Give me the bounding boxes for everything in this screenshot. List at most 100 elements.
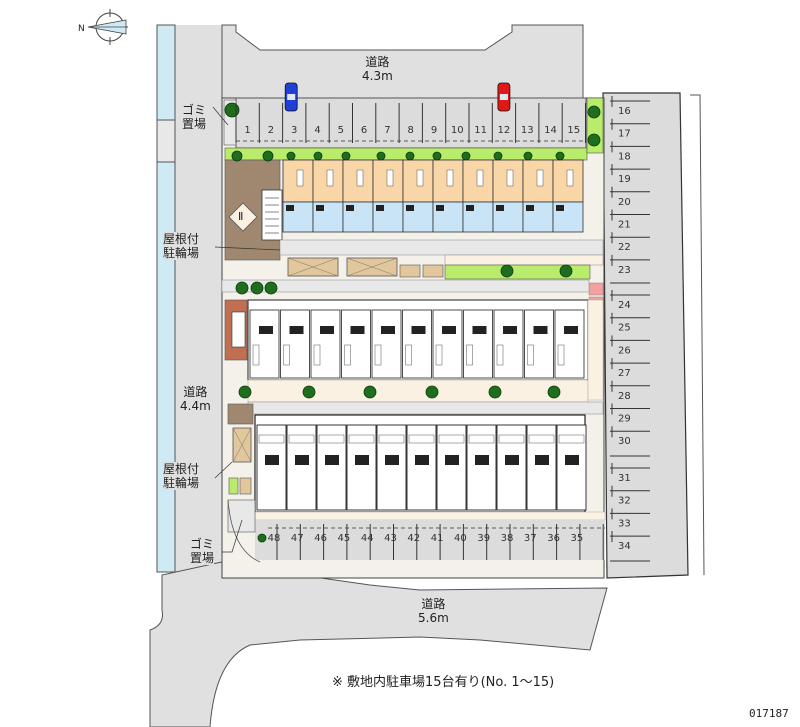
fixture: [385, 455, 399, 465]
parking-space-number: 6: [361, 125, 367, 136]
label-line: 置場: [182, 117, 207, 131]
label-line: 屋根付: [163, 232, 200, 246]
fixture: [503, 326, 517, 334]
unit: [280, 309, 310, 379]
fixture: [411, 326, 426, 334]
fixture: [344, 344, 351, 366]
fixture: [408, 434, 435, 444]
parking-space-number: 28: [618, 391, 631, 402]
unit-lower: [282, 201, 314, 233]
fixture: [533, 326, 548, 334]
unit: [524, 309, 554, 379]
fixture: [496, 205, 504, 211]
tree-icon: [587, 105, 601, 119]
leader-line: [214, 246, 281, 251]
fixture: [565, 455, 579, 465]
tree-icon: [523, 151, 533, 161]
unit: [493, 309, 524, 379]
parking-space-number: 47: [291, 533, 304, 544]
tree-icon: [488, 385, 502, 399]
fixture: [438, 434, 465, 444]
parking-note: ※ 敷地内駐車場15台有り(No. 1～15): [332, 675, 555, 690]
parking-space-number: 36: [547, 533, 560, 544]
parking-space-number: 5: [338, 125, 344, 136]
fixture: [318, 434, 345, 444]
fixture: [436, 205, 444, 211]
building-north: [282, 159, 584, 233]
parking-space-number: 45: [338, 533, 351, 544]
tree-icon: [224, 102, 240, 118]
parking-space-number: 24: [618, 300, 631, 311]
pink-pad: [588, 282, 604, 296]
fixture: [535, 455, 549, 465]
parking-space-number: 19: [618, 174, 631, 185]
tree-icon: [257, 533, 267, 543]
parking-space-number: 27: [618, 368, 631, 379]
parking-space-number: 12: [498, 125, 511, 136]
fixture: [265, 455, 279, 465]
tree-icon: [559, 264, 573, 278]
tree-icon: [238, 385, 252, 399]
tree-icon: [376, 151, 386, 161]
fixture: [557, 344, 565, 366]
garbage-area-label-bottom: ゴミ 置場: [190, 537, 215, 565]
west-road-label: 道路 4.4m: [180, 385, 211, 413]
road-width: 4.4m: [180, 399, 211, 413]
parking-space-number: 33: [618, 518, 631, 529]
building-south: [256, 424, 587, 511]
fixture: [350, 326, 365, 334]
entrance-mark: Ⅱ: [238, 210, 244, 223]
leader-line: [212, 106, 229, 126]
stair: [261, 189, 283, 241]
fixture: [386, 169, 394, 187]
tree-icon: [250, 281, 264, 295]
site-boundary: [690, 94, 705, 576]
fixture: [506, 169, 514, 187]
fixture: [476, 169, 484, 187]
unit: [554, 309, 585, 379]
parking-space-number: 48: [268, 533, 281, 544]
car-window: [499, 94, 508, 100]
bottom-parking-lot: [255, 520, 605, 560]
fixture: [313, 344, 321, 366]
fixture: [446, 169, 454, 187]
tree-icon: [432, 151, 442, 161]
unit: [463, 309, 493, 379]
tree-icon: [286, 151, 296, 161]
parking-space-number: 22: [618, 242, 631, 253]
fixture: [289, 326, 304, 334]
fixture: [376, 205, 384, 211]
fixture: [435, 344, 443, 366]
tree-icon: [587, 133, 601, 147]
bike-rack-lower: [239, 477, 252, 495]
garbage-area-label-top: ゴミ 置場: [182, 103, 207, 131]
fixture: [558, 434, 585, 444]
fixture: [325, 455, 339, 465]
fixture: [283, 344, 290, 366]
fixture: [259, 326, 273, 334]
parking-space-number: 3: [291, 125, 297, 136]
road-name: 道路: [421, 597, 446, 611]
fixture: [466, 205, 474, 211]
road-width: 5.6m: [418, 611, 449, 625]
parking-space-number: 23: [618, 265, 631, 276]
walkway-middle: [247, 379, 589, 403]
tree-icon: [555, 151, 565, 161]
car-window: [287, 94, 296, 100]
parking-space-number: 13: [521, 125, 534, 136]
fixture: [556, 205, 564, 211]
unit: [249, 309, 280, 379]
bike-parking-label-top: 屋根付 駐輪場: [163, 232, 200, 260]
bike-rack: [399, 264, 421, 278]
fixture: [295, 455, 309, 465]
parking-space-number: 9: [431, 125, 437, 136]
tree-icon: [363, 385, 377, 399]
label-line: 駐輪場: [163, 246, 200, 260]
lawn-east: [444, 264, 591, 280]
trees: [224, 102, 601, 543]
parking-space-number: 21: [618, 220, 631, 231]
leader-line: [214, 461, 233, 479]
fixture: [286, 205, 294, 211]
parking-space-number: 38: [501, 533, 514, 544]
